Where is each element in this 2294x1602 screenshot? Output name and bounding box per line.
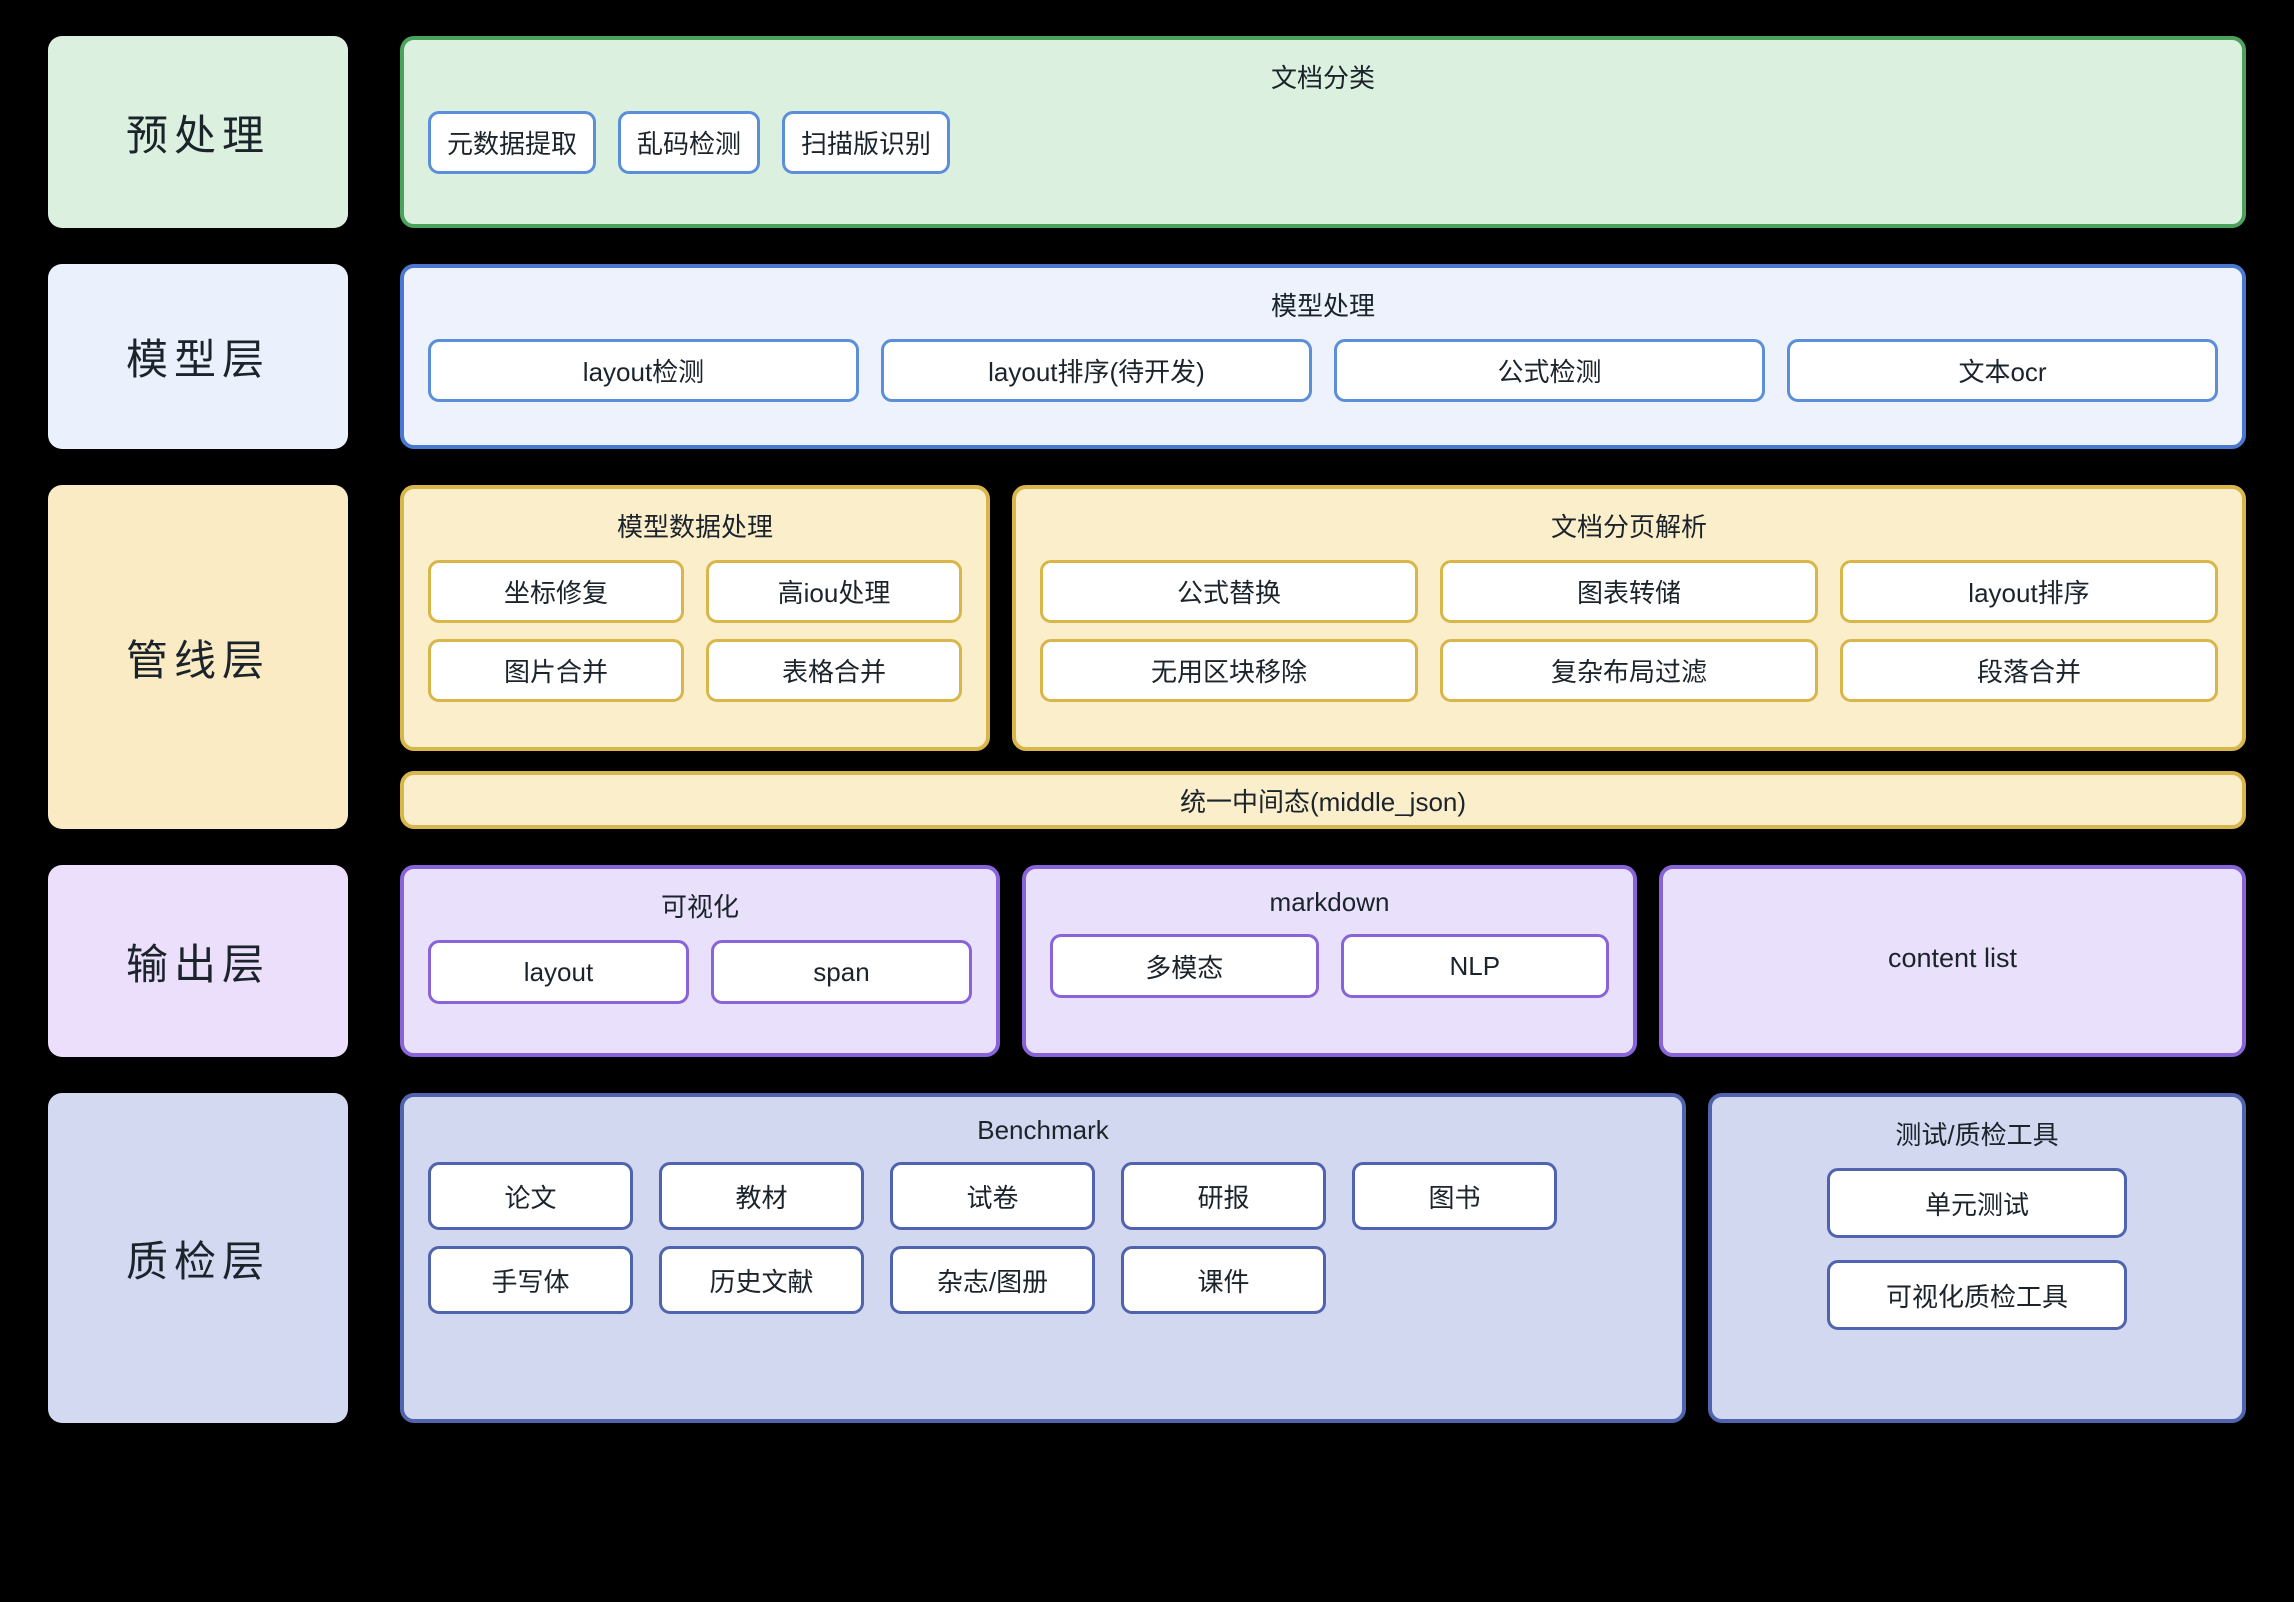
panel-title-output-2: markdown <box>1269 887 1390 917</box>
layer-label-output: 输出层 <box>48 865 348 1057</box>
layer-content-preprocess: 文档分类元数据提取乱码检测扫描版识别 <box>400 36 2246 228</box>
chip-论文[interactable]: 论文 <box>428 1162 633 1230</box>
layer-label-qa: 质检层 <box>48 1093 348 1423</box>
chip-高iou处理[interactable]: 高iou处理 <box>706 560 962 623</box>
chip-段落合并[interactable]: 段落合并 <box>1840 639 2218 702</box>
chip-line-model-1-1: layout检测 layout排序(待开发) 公式检测文本ocr <box>428 339 2218 402</box>
chip-grid-preprocess-1: 元数据提取乱码检测扫描版识别 <box>428 111 2218 174</box>
panel-pipeline-2: 文档分页解析公式替换图表转储 layout排序无用区块移除复杂布局过滤段落合并 <box>1012 485 2246 751</box>
chip-可视化质检工具[interactable]: 可视化质检工具 <box>1827 1260 2127 1330</box>
chip-line-qa-2-2: 可视化质检工具 <box>1736 1260 2218 1330</box>
chip-line-pipeline-2-2: 无用区块移除复杂布局过滤段落合并 <box>1040 639 2218 702</box>
chip-无用区块移除[interactable]: 无用区块移除 <box>1040 639 1418 702</box>
chip-layout检测[interactable]: layout检测 <box>428 339 859 402</box>
layer-label-pipeline: 管线层 <box>48 485 348 829</box>
panel-row-output: 可视化 layout span markdown 多模态 NLP content list <box>400 865 2246 1057</box>
chip-图片合并[interactable]: 图片合并 <box>428 639 684 702</box>
chip-扫描版识别[interactable]: 扫描版识别 <box>782 111 951 174</box>
chip-grid-pipeline-1: 坐标修复高iou处理图片合并表格合并 <box>428 560 962 702</box>
chip-单元测试[interactable]: 单元测试 <box>1827 1168 2127 1238</box>
chip-line-pipeline-1-1: 坐标修复高iou处理 <box>428 560 962 623</box>
panel-title-qa-2: 测试/质检工具 <box>1895 1120 2059 1150</box>
chip-line-output-2-1: 多模态 NLP <box>1050 934 1609 998</box>
layer-content-model: 模型处理 layout检测 layout排序(待开发) 公式检测文本ocr <box>400 264 2246 449</box>
chip-line-qa-1-2: 手写体历史文献杂志/图册课件 <box>428 1246 1658 1314</box>
banner-label-middle-json: 统一中间态(middle_json) <box>1179 786 1467 817</box>
chip-line-qa-2-1: 单元测试 <box>1736 1168 2218 1238</box>
panel-pipeline-1: 模型数据处理坐标修复高iou处理图片合并表格合并 <box>400 485 990 751</box>
chip-试卷[interactable]: 试卷 <box>890 1162 1095 1230</box>
chip-元数据提取[interactable]: 元数据提取 <box>428 111 597 174</box>
panel-title-pipeline-1: 模型数据处理 <box>616 512 773 542</box>
chip-grid-output-2: 多模态 NLP <box>1050 934 1609 998</box>
chip-grid-model-1: layout检测 layout排序(待开发) 公式检测文本ocr <box>428 339 2218 402</box>
panel-middle-json: 统一中间态(middle_json) <box>400 771 2246 829</box>
chip-文本ocr[interactable]: 文本ocr <box>1787 339 2218 402</box>
chip-教材[interactable]: 教材 <box>659 1162 864 1230</box>
layer-label-preprocess: 预处理 <box>48 36 348 228</box>
banner-row-pipeline: 统一中间态(middle_json) <box>400 771 2246 829</box>
chip-研报[interactable]: 研报 <box>1121 1162 1326 1230</box>
chip-line-output-1-1: layout span <box>428 940 972 1004</box>
chip-坐标修复[interactable]: 坐标修复 <box>428 560 684 623</box>
chip-复杂布局过滤[interactable]: 复杂布局过滤 <box>1440 639 1818 702</box>
chip-历史文献[interactable]: 历史文献 <box>659 1246 864 1314</box>
panel-row-preprocess: 文档分类元数据提取乱码检测扫描版识别 <box>400 36 2246 228</box>
panel-title-output-3: content list <box>1887 942 2018 973</box>
chip-grid-qa-1: 论文教材试卷研报图书手写体历史文献杂志/图册课件 <box>428 1162 1658 1314</box>
panel-model-1: 模型处理 layout检测 layout排序(待开发) 公式检测文本ocr <box>400 264 2246 449</box>
panel-title-model-1: 模型处理 <box>1270 291 1375 321</box>
panel-title-pipeline-2: 文档分页解析 <box>1550 512 1707 542</box>
layer-label-model: 模型层 <box>48 264 348 449</box>
chip-公式替换[interactable]: 公式替换 <box>1040 560 1418 623</box>
panel-output-2: markdown 多模态 NLP <box>1022 865 1637 1057</box>
chip-乱码检测[interactable]: 乱码检测 <box>618 111 761 174</box>
chip-line-preprocess-1-1: 元数据提取乱码检测扫描版识别 <box>428 111 2218 174</box>
panel-title-output-1: 可视化 <box>660 892 739 922</box>
chip-span[interactable]: span <box>711 940 972 1004</box>
chip-line-pipeline-2-1: 公式替换图表转储 layout排序 <box>1040 560 2218 623</box>
chip-NLP[interactable]: NLP <box>1340 934 1609 998</box>
chip-图书[interactable]: 图书 <box>1352 1162 1557 1230</box>
chip-line-pipeline-1-2: 图片合并表格合并 <box>428 639 962 702</box>
panel-output-1: 可视化 layout span <box>400 865 1000 1057</box>
chip-grid-qa-2: 单元测试可视化质检工具 <box>1736 1168 2218 1330</box>
chip-表格合并[interactable]: 表格合并 <box>706 639 962 702</box>
chip-grid-output-1: layout span <box>428 940 972 1004</box>
chip-layout排序[interactable]: layout排序 <box>1840 560 2218 623</box>
panel-title-qa-1: Benchmark <box>977 1115 1109 1145</box>
panel-preprocess-1: 文档分类元数据提取乱码检测扫描版识别 <box>400 36 2246 228</box>
layer-row-preprocess: 预处理文档分类元数据提取乱码检测扫描版识别 <box>48 36 2246 228</box>
layer-content-output: 可视化 layout span markdown 多模态 NLP content list <box>400 865 2246 1057</box>
layer-row-model: 模型层 模型处理 layout检测 layout排序(待开发) 公式检测文本ocr <box>48 264 2246 449</box>
chip-图表转储[interactable]: 图表转储 <box>1440 560 1818 623</box>
panel-output-3: content list <box>1659 865 2246 1057</box>
chip-layout[interactable]: layout <box>428 940 689 1004</box>
chip-杂志-图册[interactable]: 杂志/图册 <box>890 1246 1095 1314</box>
chip-课件[interactable]: 课件 <box>1121 1246 1326 1314</box>
chip-grid-pipeline-2: 公式替换图表转储 layout排序无用区块移除复杂布局过滤段落合并 <box>1040 560 2218 702</box>
layer-row-pipeline: 管线层模型数据处理坐标修复高iou处理图片合并表格合并文档分页解析公式替换图表转… <box>48 485 2246 829</box>
chip-手写体[interactable]: 手写体 <box>428 1246 633 1314</box>
chip-line-qa-1-1: 论文教材试卷研报图书 <box>428 1162 1658 1230</box>
chip-layout排序-待开发-[interactable]: layout排序(待开发) <box>881 339 1312 402</box>
panel-row-model: 模型处理 layout检测 layout排序(待开发) 公式检测文本ocr <box>400 264 2246 449</box>
chip-公式检测[interactable]: 公式检测 <box>1334 339 1765 402</box>
chip-多模态[interactable]: 多模态 <box>1050 934 1319 998</box>
panel-title-preprocess-1: 文档分类 <box>1270 63 1375 93</box>
layer-row-output: 输出层 可视化 layout span markdown 多模态 NLP content li… <box>48 865 2246 1057</box>
panel-qa-2: 测试/质检工具单元测试可视化质检工具 <box>1708 1093 2246 1423</box>
